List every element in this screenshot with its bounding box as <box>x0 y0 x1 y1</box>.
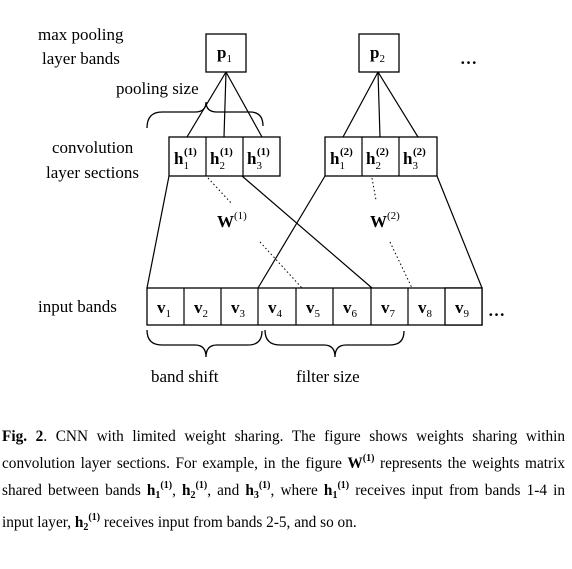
conv-section-1-box <box>168 136 281 177</box>
pool-node-2: p2 <box>358 33 400 73</box>
dotted-weight-lines <box>207 177 413 289</box>
edge-p1-h3 <box>225 71 263 138</box>
input-node-v3: v3 <box>231 298 246 320</box>
dotted-w2-upper <box>371 177 377 201</box>
input-node-v9: v9 <box>455 298 470 320</box>
caption-h1-second: h1(1) <box>323 480 350 501</box>
connections <box>146 71 483 289</box>
edge-p2-h1 <box>342 71 379 138</box>
input-v9-box <box>444 287 483 326</box>
input-row: v1 v2 v3 v4 v5 v6 v7 v8 v9 <box>146 287 483 326</box>
svg-text:p2: p2 <box>370 43 385 65</box>
edge-p2-h2 <box>377 71 381 138</box>
edge-p2-h3 <box>377 71 419 138</box>
input-node-v5: v5 <box>306 298 321 320</box>
figure-caption: Fig. 2. CNN with limited weight sharing.… <box>2 428 565 533</box>
input-node-v7: v7 <box>381 298 396 320</box>
input-node-v6: v6 <box>343 298 358 320</box>
weight-w1: W(1) <box>217 210 247 231</box>
pooling-bands-label-line2: layer bands <box>42 49 120 68</box>
input-bands-label: input bands <box>38 297 117 316</box>
conv-sections-label-line1: convolution <box>52 138 134 157</box>
conv-node-h1-1: h1(1) <box>174 146 197 172</box>
caption-h3: h3(1) <box>245 480 271 501</box>
caption-h1: h1(1) <box>146 480 173 501</box>
conv-node-h1-2: h1(2) <box>330 146 353 172</box>
pooling-size-brace <box>146 101 264 129</box>
edge-h2-v9 <box>436 175 483 289</box>
cnn-diagram: max pooling layer bands pooling size con… <box>38 25 505 386</box>
conv-section-2-box <box>324 136 438 177</box>
svg-text:p1: p1 <box>217 43 232 65</box>
edge-p1-h2 <box>223 71 227 138</box>
edge-h1-v1 <box>146 175 170 289</box>
filter-size-brace <box>264 329 405 358</box>
pool-node-1: p1 <box>205 33 247 73</box>
pool-ellipsis: … <box>460 49 477 68</box>
input-node-v2: v2 <box>194 298 208 320</box>
edge-h2-v4 <box>257 175 326 289</box>
filter-size-label: filter size <box>296 367 360 386</box>
conv-node-h2-1: h2(1) <box>210 146 233 172</box>
band-shift-label: band shift <box>151 367 219 386</box>
band-shift-brace <box>146 329 263 358</box>
dotted-w2-lower <box>389 241 413 289</box>
input-ellipsis: … <box>488 301 505 320</box>
conv-node-h3-1: h3(1) <box>247 146 270 172</box>
caption-h2: h2(1) <box>182 480 208 501</box>
braces <box>146 101 405 358</box>
caption-h2-second: h2(1) <box>74 512 101 533</box>
input-node-v4: v4 <box>268 298 283 320</box>
conv-node-h2-2: h2(2) <box>366 146 389 172</box>
conv-node-h3-2: h3(2) <box>403 146 426 172</box>
input-row-box <box>146 287 483 326</box>
weight-w2: W(2) <box>370 210 400 231</box>
conv-sections-label-line2: layer sections <box>46 163 139 182</box>
pooling-size-label: pooling size <box>116 79 199 98</box>
edge-h1-v7 <box>241 175 373 289</box>
caption-w1: W(1) <box>347 453 375 472</box>
pooling-bands-label-line1: max pooling <box>38 25 124 44</box>
dotted-w1-upper <box>207 177 233 205</box>
figure-label: Fig. 2 <box>2 428 44 445</box>
input-node-v1: v1 <box>157 298 171 320</box>
input-node-v8: v8 <box>418 298 433 320</box>
